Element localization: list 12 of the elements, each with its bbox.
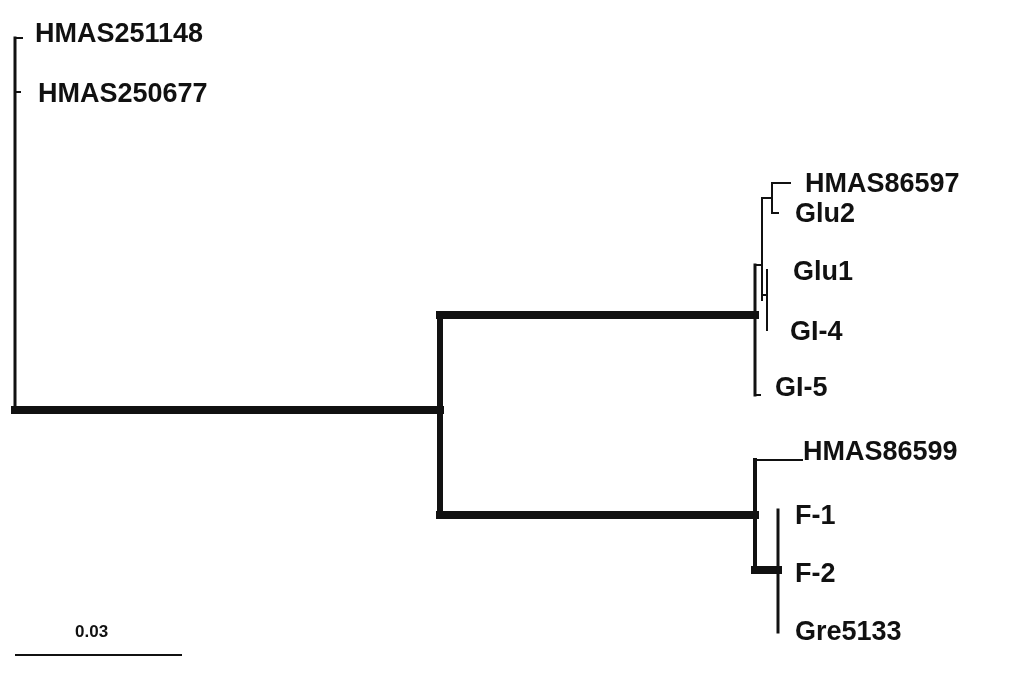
taxon-label: Glu1 bbox=[793, 256, 853, 286]
taxon-label: HMAS86599 bbox=[803, 436, 958, 466]
taxon-label: GI-4 bbox=[790, 316, 843, 346]
taxon-label: HMAS251148 bbox=[35, 18, 204, 48]
taxon-label: Glu2 bbox=[795, 198, 855, 228]
taxon-label: GI-5 bbox=[775, 372, 828, 402]
taxon-label: F-1 bbox=[795, 500, 836, 530]
taxon-label: HMAS86597 bbox=[805, 168, 960, 198]
taxon-label: F-2 bbox=[795, 558, 836, 588]
scale-label: 0.03 bbox=[75, 622, 109, 642]
taxon-label: Gre5133 bbox=[795, 616, 902, 646]
taxon-label: HMAS250677 bbox=[38, 78, 208, 108]
